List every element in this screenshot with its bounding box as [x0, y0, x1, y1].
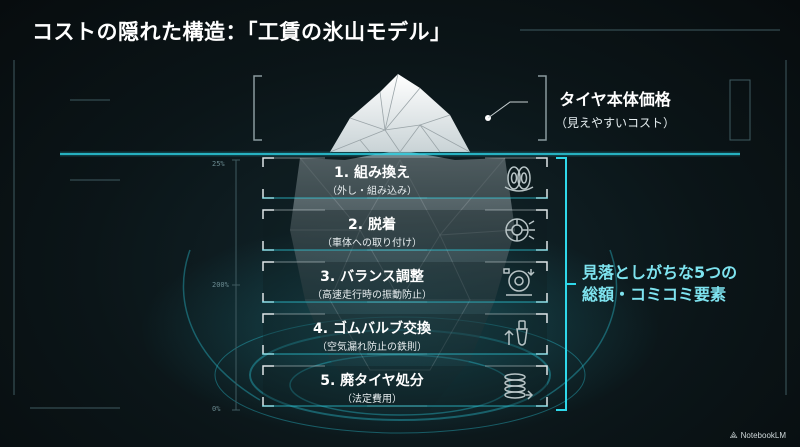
brand-name: NotebookLM — [740, 431, 786, 440]
cost-item-note: （空気漏れ防止の鉄則） — [317, 342, 427, 353]
cost-item-label: 3. バランス調整 — [320, 269, 424, 285]
cost-item-note: （外し・組み込み） — [327, 186, 417, 197]
cost-item-label: 1. 組み換え — [334, 165, 410, 181]
visible-bracket — [253, 75, 547, 141]
cost-item-5: 5. 廃タイヤ処分 （法定費用） — [262, 365, 548, 407]
cost-item-frame — [262, 365, 548, 407]
iceberg-tip-facets — [329, 73, 471, 153]
valve-icon — [504, 320, 528, 346]
tire-swap-icon — [504, 166, 534, 192]
frame-decorations — [13, 29, 787, 411]
visible-cost-title: タイヤ本体価格 — [559, 90, 671, 109]
cost-item-label: 2. 脱着 — [348, 217, 396, 233]
visible-cost-note: （見えやすいコスト） — [554, 116, 675, 130]
scale-tick-top: 25% — [212, 160, 225, 168]
iceberg-tip — [330, 74, 470, 152]
scale-tick-middle: 200% — [212, 281, 229, 289]
visible-leader — [485, 101, 528, 121]
cost-item-frame — [262, 209, 548, 251]
scale-tick-bottom: 0% — [212, 405, 221, 413]
cost-item-note: （高速走行時の振動防止） — [312, 290, 432, 301]
cost-item-3: 3. バランス調整 （高速走行時の振動防止） — [262, 261, 548, 303]
wheel-balance-icon — [503, 268, 535, 296]
page-title: コストの隠れた構造：「工賃の氷山モデル」 — [32, 20, 452, 44]
cost-item-note: （車体への取り付け） — [322, 238, 422, 249]
cost-item-2: 2. 脱着 （車体への取り付け） — [262, 209, 548, 251]
cost-item-note: （法定費用） — [342, 394, 402, 405]
cost-item-frame — [262, 261, 548, 303]
hidden-cost-label: 見落としがちな5つの 総額・コミコミ要素 — [582, 262, 772, 306]
cost-item-1: 1. 組み換え （外し・組み込み） — [262, 157, 548, 199]
hidden-bracket — [556, 157, 576, 411]
notebooklm-logo-icon: ⟁ — [729, 430, 738, 440]
hidden-cost-line1: 見落としがちな5つの — [582, 263, 738, 282]
iceberg-underwater-facets — [290, 157, 516, 371]
visible-cost-label: タイヤ本体価格 （見えやすいコスト） — [540, 86, 690, 131]
cost-item-label: 5. 廃タイヤ処分 — [320, 373, 424, 389]
cost-item-frame — [262, 157, 548, 199]
cost-item-label: 4. ゴムバルブ交換 — [313, 321, 431, 337]
hidden-cost-line2: 総額・コミコミ要素 — [582, 285, 727, 304]
wheel-mount-icon — [505, 218, 535, 242]
cost-item-frame — [262, 313, 548, 355]
iceberg-underwater — [290, 150, 515, 410]
tire-stack-recycle-icon — [504, 373, 534, 400]
cost-item-4: 4. ゴムバルブ交換 （空気漏れ防止の鉄則） — [262, 313, 548, 355]
brand-watermark: ⟁NotebookLM — [730, 430, 786, 441]
